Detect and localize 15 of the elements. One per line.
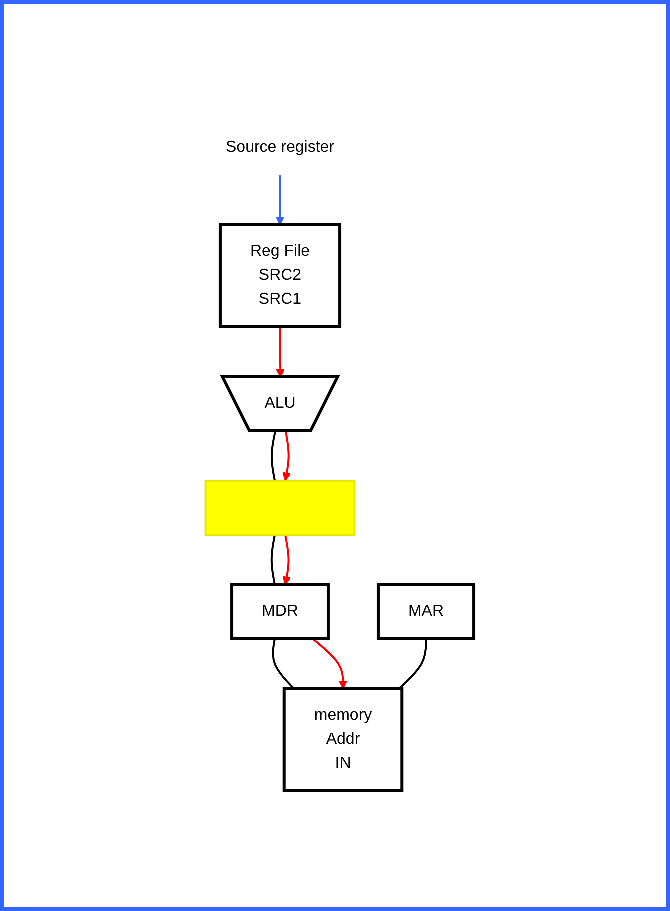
node-box: Reg File SRC2 SRC1 [218,223,342,328]
connector [398,638,428,690]
node-bar [204,480,356,536]
arrow [276,326,285,378]
arrow [282,430,292,481]
connector [270,430,277,481]
arrow [282,534,292,585]
node-box: MDR [230,583,330,640]
arrow [276,174,285,225]
node-box: MAR [376,583,476,640]
node-box: memory Addr IN [282,687,404,792]
node-text: Source register [226,138,334,156]
connector [272,638,295,690]
arrow [312,638,348,689]
connector [270,534,276,585]
